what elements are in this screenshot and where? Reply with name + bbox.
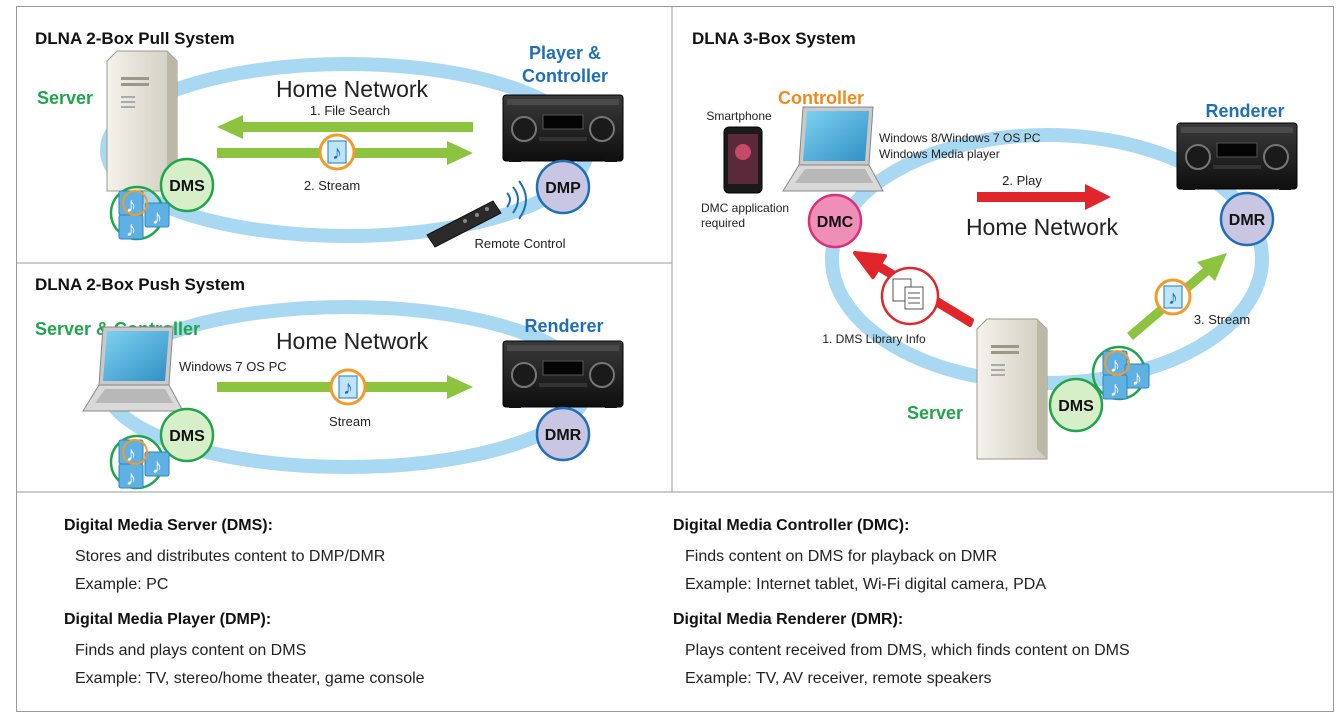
threebox-dmc-note-2: required [701,216,745,230]
pull-dms-circle [159,157,215,213]
threebox-renderer-receiver [1176,122,1298,191]
push-renderer-receiver [502,340,624,409]
threebox-play-arrow [977,184,1111,210]
definition-dms-title: Digital Media Server (DMS): [64,517,273,534]
threebox-play-label: 2. Play [1002,173,1042,188]
threebox-network-label: Home Network [966,214,1119,240]
threebox-dmc-circle [807,193,863,249]
pull-player-label-2: Controller [522,66,608,86]
pull-search-label: 1. File Search [310,103,390,118]
push-dmr-badge: DMR [545,427,582,444]
definition-dmp: Digital Media Player (DMP): Finds and pl… [64,611,425,687]
threebox-pc-label-2: Windows Media player [879,147,1000,161]
push-file-highlight [122,439,148,465]
definition-dmc: Digital Media Controller (DMC): Finds co… [673,517,1046,593]
pull-remote-label: Remote Control [474,236,565,251]
threebox-renderer-label: Renderer [1205,101,1284,121]
definition-dmp-line1: Finds and plays content on DMS [75,642,306,659]
pull-dmp-badge: DMP [545,180,581,197]
pull-dms-badge: DMS [169,178,205,195]
push-file-icon-3 [118,463,144,491]
pull-stream-note-icon [318,133,356,171]
pull-server-label: Server [37,88,93,108]
definition-dmr-line2: Example: TV, AV receiver, remote speaker… [685,670,992,687]
definition-dmc-line2: Example: Internet tablet, Wi-Fi digital … [685,576,1046,593]
diagram-canvas: ♪ ♪ [17,7,1333,687]
push-stream-label: Stream [329,414,371,429]
push-pc-label: Windows 7 OS PC [179,359,287,374]
threebox-dmc-badge: DMC [817,214,854,231]
definition-dmc-line1: Finds content on DMS for playback on DMR [685,548,997,565]
pull-network-label: Home Network [276,76,429,102]
definition-dms: Digital Media Server (DMS): Stores and d… [64,517,385,593]
definition-dms-line2: Example: PC [75,576,168,593]
threebox-dmc-note-1: DMC application [701,201,789,215]
push-file-icon-2 [144,451,170,479]
push-stream-note-icon [329,368,367,406]
pull-title: DLNA 2-Box Pull System [35,29,235,48]
threebox-dms-circle [1048,377,1104,433]
threebox-stream-label: 3. Stream [1194,312,1250,327]
threebox-file-highlight [1104,350,1130,376]
push-network-label: Home Network [276,328,429,354]
threebox-file-icon-3 [1102,374,1128,402]
push-dms-badge: DMS [169,428,205,445]
pull-player-label-1: Player & [529,43,601,63]
threebox-smartphone-label: Smartphone [706,109,772,123]
diagram-frame: ♪ ♪ [16,6,1334,712]
pull-search-arrow [217,115,473,139]
definition-dmc-title: Digital Media Controller (DMC): [673,517,909,534]
pull-file-icon-3 [118,214,144,242]
threebox-dms-badge: DMS [1058,398,1094,415]
push-title: DLNA 2-Box Push System [35,275,245,294]
definition-dmr: Digital Media Renderer (DMR): Plays cont… [673,611,1130,687]
push-dms-circle [159,407,215,463]
threebox-stream-note-icon [1154,278,1192,316]
definition-dmr-title: Digital Media Renderer (DMR): [673,611,903,628]
threebox-server-tower [976,318,1048,460]
definition-dmp-title: Digital Media Player (DMP): [64,611,271,628]
push-renderer-label: Renderer [524,316,603,336]
smartphone-icon [723,126,763,194]
threebox-system-panel: DLNA 3-Box System Controller Smartphone … [692,29,1298,460]
remote-signal-icon [506,180,527,220]
definitions-section: Digital Media Server (DMS): Stores and d… [64,517,1130,687]
push-laptop [82,326,184,412]
definition-dmr-line1: Plays content received from DMS, which f… [685,642,1130,659]
pull-stream-label: 2. Stream [304,178,360,193]
pull-system-panel: DLNA 2-Box Pull System Server Home Netwo… [35,29,624,251]
remote-control-icon [426,200,502,248]
threebox-controller-label: Controller [778,88,864,108]
pull-player-receiver [502,94,624,163]
library-documents-icon [880,266,940,326]
pull-dmp-circle [535,159,591,215]
threebox-library-label: 1. DMS Library Info [822,332,926,346]
threebox-laptop [782,106,884,192]
push-dmr-circle [535,406,591,462]
threebox-server-label: Server [907,403,963,423]
pull-file-highlight [122,190,148,216]
pull-file-icon-2 [144,202,170,230]
threebox-title: DLNA 3-Box System [692,29,856,48]
push-system-panel: DLNA 2-Box Push System Server & Controll… [35,275,624,491]
threebox-dmr-badge: DMR [1229,212,1266,229]
definition-dmp-line2: Example: TV, stereo/home theater, game c… [75,670,425,687]
threebox-pc-label-1: Windows 8/Windows 7 OS PC [879,131,1041,145]
threebox-dmr-circle [1219,191,1275,247]
definition-dms-line1: Stores and distributes content to DMP/DM… [75,548,385,565]
